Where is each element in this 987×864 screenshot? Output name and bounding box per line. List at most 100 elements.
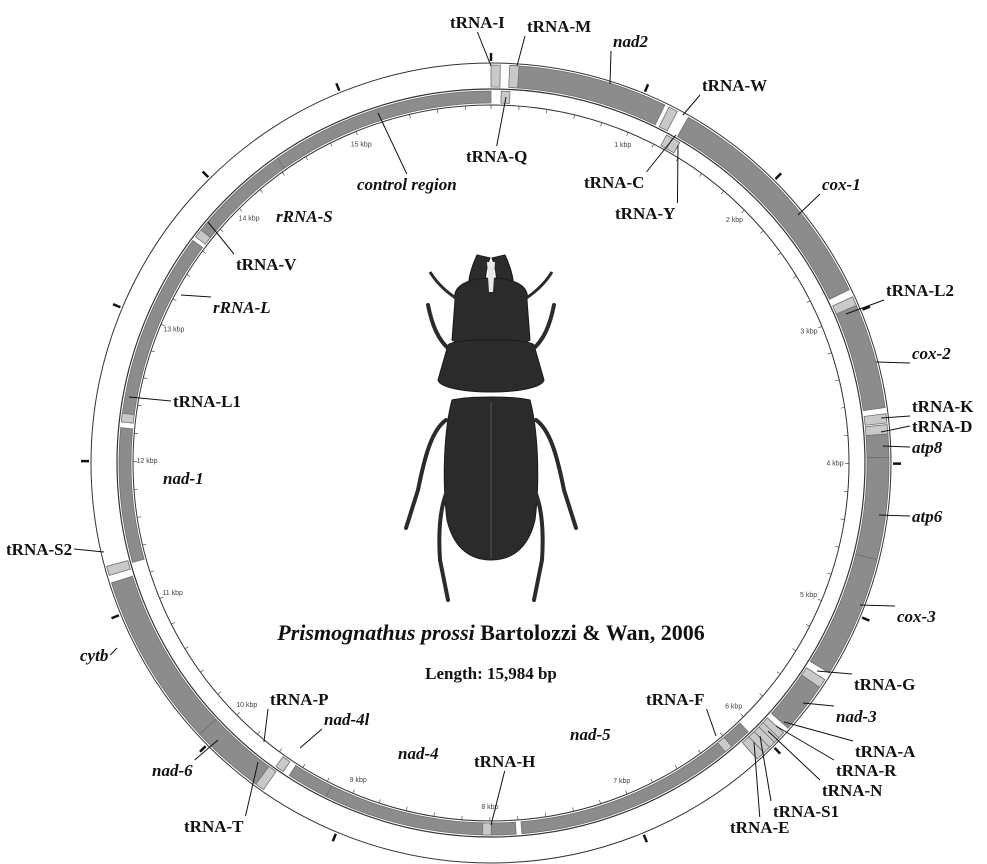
minor-tick — [545, 813, 546, 817]
label-tRNA-T: tRNA-T — [184, 817, 244, 836]
feature-arc-atp8 — [866, 432, 889, 457]
kbp-label: 1 kbp — [614, 142, 631, 149]
label-tRNA-A: tRNA-A — [855, 742, 916, 761]
minor-tick — [160, 597, 164, 599]
minor-tick — [260, 189, 263, 192]
minor-tick — [675, 765, 677, 768]
kbp-label: 9 kbp — [350, 777, 367, 784]
label-nad-4l: nad-4l — [324, 710, 370, 729]
major-tick — [775, 748, 781, 754]
minor-tick — [626, 790, 628, 794]
feature-arc-atp6 — [856, 457, 889, 559]
minor-tick — [356, 131, 358, 135]
label-cytb: cytb — [80, 646, 108, 665]
label-tRNA-H: tRNA-H — [474, 752, 535, 771]
label-tRNA-K: tRNA-K — [912, 397, 974, 416]
minor-tick — [218, 692, 221, 695]
kbp-label: 6 kbp — [725, 704, 742, 711]
minor-tick — [828, 353, 832, 354]
minor-tick — [173, 299, 177, 301]
label-tRNA-C: tRNA-C — [584, 173, 644, 192]
label-tRNA-Y: tRNA-Y — [615, 204, 675, 223]
minor-tick — [546, 109, 547, 113]
minor-tick — [137, 517, 141, 518]
feature-arc-cytb — [111, 576, 215, 734]
kbp-label: 3 kbp — [800, 329, 817, 336]
label-tRNA-W: tRNA-W — [702, 76, 767, 95]
trna-mark-tRNA-K — [864, 414, 887, 426]
minor-tick — [741, 714, 744, 717]
label-tRNA-P: tRNA-P — [270, 690, 329, 709]
minor-tick — [410, 114, 411, 118]
minor-tick — [257, 731, 260, 734]
trna-mark-tRNA-P — [276, 757, 290, 772]
feature-arc-rRNA-S — [198, 158, 284, 241]
major-tick — [775, 173, 781, 179]
beetle-illustration — [406, 255, 576, 600]
label-nad-1: nad-1 — [163, 469, 204, 488]
minor-tick — [841, 519, 845, 520]
label-tRNA-D: tRNA-D — [912, 417, 972, 436]
label-tRNA-V: tRNA-V — [236, 255, 297, 274]
leader-line — [683, 95, 700, 115]
minor-tick — [437, 109, 438, 113]
kbp-label: 4 kbp — [826, 460, 843, 467]
minor-tick — [721, 191, 724, 194]
species-title: Prismognathus prossi Bartolozzi & Wan, 2… — [276, 620, 704, 645]
leader-line — [517, 36, 525, 66]
feature-arc-cox-3 — [810, 554, 877, 673]
minor-tick — [574, 115, 575, 119]
label-rRNA-L: rRNA-L — [213, 298, 271, 317]
kbp-label: 13 kbp — [163, 327, 184, 334]
label-tRNA-I: tRNA-I — [450, 13, 505, 32]
kbp-label: 5 kbp — [800, 592, 817, 599]
label-nad2: nad2 — [613, 32, 648, 51]
leader-line — [181, 295, 211, 297]
minor-tick — [171, 622, 175, 624]
leader-line — [677, 145, 678, 203]
kbp-label: 11 kbp — [162, 590, 183, 597]
minor-tick — [652, 144, 654, 148]
leader-line — [610, 51, 611, 84]
major-tick — [203, 171, 209, 177]
minor-tick — [841, 407, 845, 408]
feature-arc-nad-1 — [119, 428, 144, 563]
major-tick — [113, 304, 120, 307]
minor-tick — [573, 807, 574, 811]
label-tRNA-E: tRNA-E — [730, 818, 790, 837]
minor-tick — [827, 573, 831, 574]
minor-tick — [203, 251, 206, 253]
label-control-region: control region — [357, 175, 457, 194]
minor-tick — [151, 351, 155, 352]
beetle-pronotum — [438, 340, 544, 392]
trna-mark-tRNA-M — [509, 65, 519, 87]
leader-line — [860, 605, 895, 606]
minor-tick — [698, 750, 700, 753]
minor-tick — [777, 672, 780, 674]
minor-tick — [185, 647, 188, 649]
leader-line — [768, 731, 820, 780]
minor-tick — [237, 712, 240, 715]
label-nad-3: nad-3 — [836, 707, 877, 726]
minor-tick — [835, 546, 839, 547]
minor-tick — [793, 276, 796, 278]
minor-tick — [627, 132, 629, 136]
leader-line — [776, 726, 834, 760]
leader-line — [491, 771, 505, 825]
kbp-label: 2 kbp — [726, 217, 743, 224]
minor-tick — [600, 123, 601, 127]
genome-length-label: Length: 15,984 bp — [425, 664, 557, 683]
minor-tick — [327, 778, 329, 782]
minor-tick — [353, 790, 355, 794]
minor-tick — [143, 378, 147, 379]
minor-tick — [379, 799, 380, 803]
major-tick — [112, 615, 119, 618]
kbp-label: 10 kbp — [236, 702, 257, 709]
minor-tick — [778, 253, 781, 255]
label-tRNA-F: tRNA-F — [646, 690, 705, 709]
minor-tick — [742, 210, 745, 213]
label-cox-2: cox-2 — [912, 344, 951, 363]
minor-tick — [760, 231, 763, 234]
feature-arc-cox-1 — [677, 117, 849, 299]
